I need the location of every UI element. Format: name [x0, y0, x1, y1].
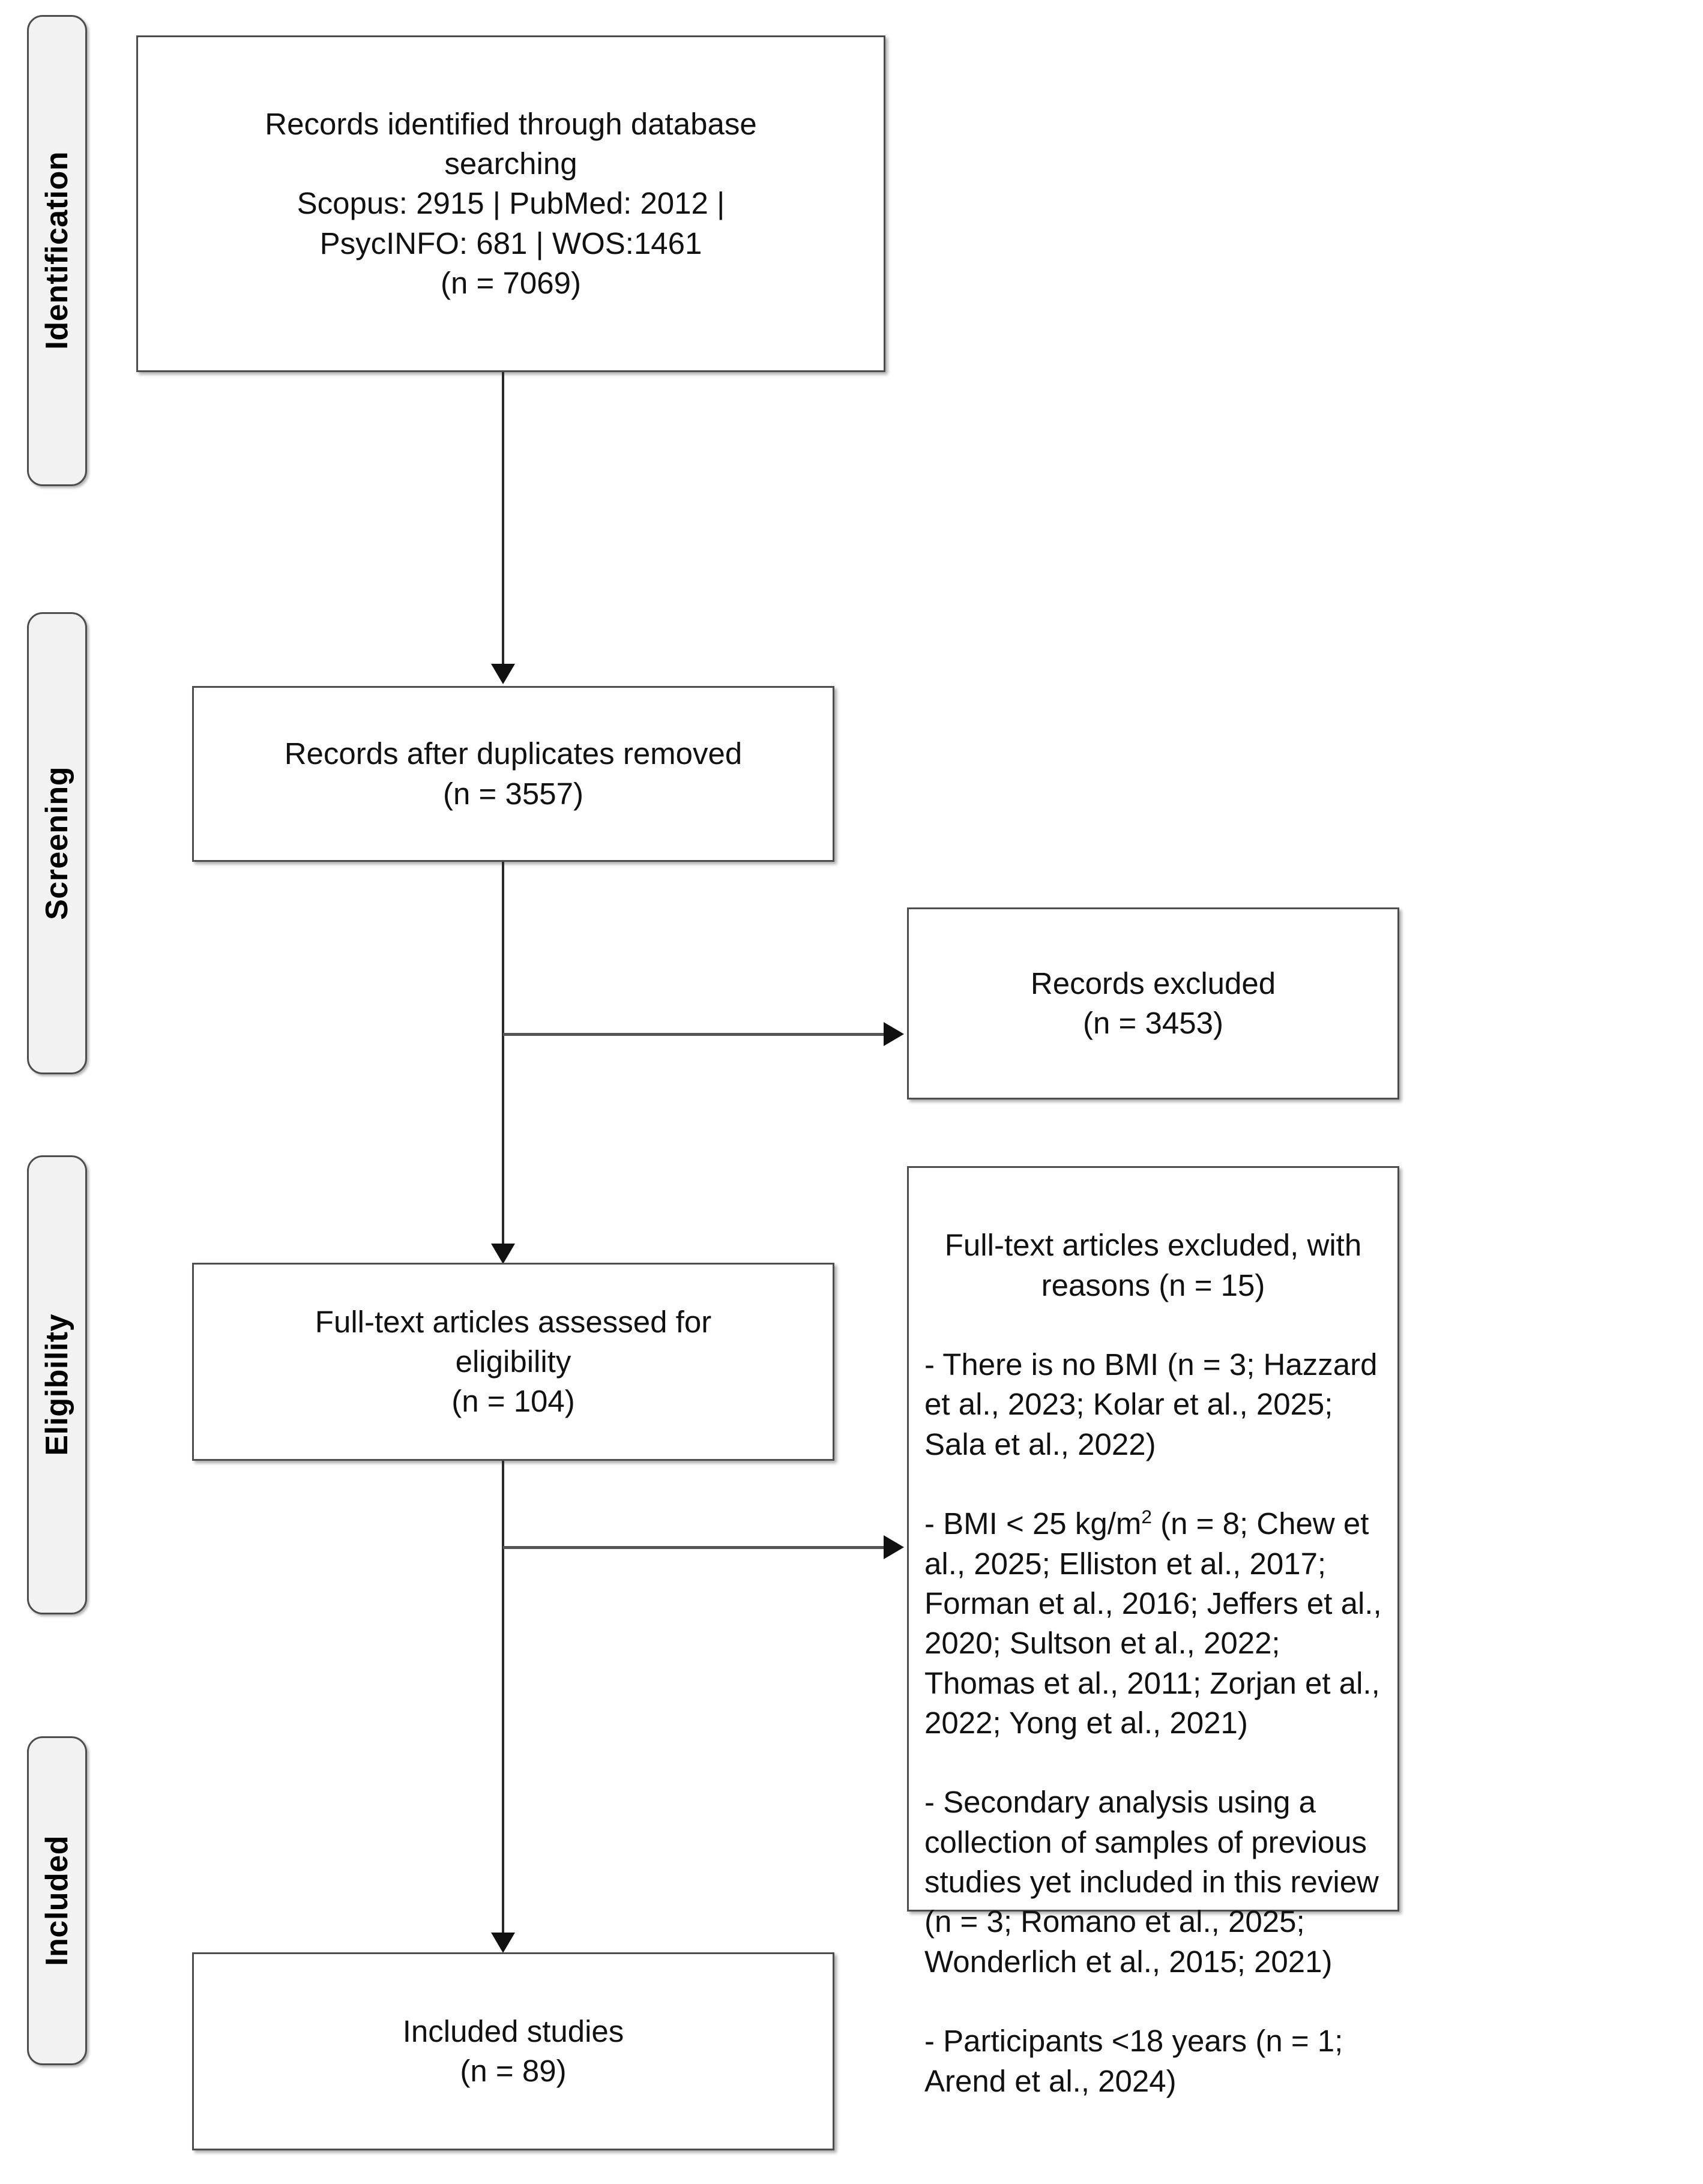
connector-to-fulltext-excluded: [503, 1546, 893, 1549]
included-studies-text: Included studies (n = 89): [402, 2014, 624, 2088]
arrowhead-to-fulltext-excluded: [884, 1535, 904, 1559]
stage-tab-screening[interactable]: Screening: [27, 612, 87, 1074]
fulltext-assessed-text: Full-text articles assessed for eligibil…: [315, 1304, 712, 1419]
fulltext-excluded-reason-3: - Secondary analysis using a collection …: [924, 1785, 1379, 1979]
stage-tab-identification[interactable]: Identification: [27, 15, 87, 486]
box-records-excluded: Records excluded (n = 3453): [907, 907, 1399, 1100]
stage-label-screening: Screening: [40, 766, 74, 920]
stage-tab-included[interactable]: Included: [27, 1736, 87, 2065]
fulltext-excluded-reason-2-post: (n = 8; Chew et al., 2025; Elliston et a…: [924, 1506, 1382, 1740]
box-included-studies: Included studies (n = 89): [192, 1952, 834, 2150]
records-identified-text: Records identified through database sear…: [265, 106, 757, 300]
arrowhead-identified-to-dedup: [491, 664, 515, 684]
connector-to-records-excluded: [503, 1033, 893, 1036]
records-after-duplicates-text: Records after duplicates removed (n = 35…: [284, 736, 743, 811]
fulltext-excluded-reason-1: - There is no BMI (n = 3; Hazzard et al.…: [924, 1347, 1378, 1461]
connector-fulltext-to-included: [502, 1461, 504, 1935]
fulltext-excluded-reason-4: - Participants <18 years (n = 1; Arend e…: [924, 2024, 1343, 2098]
box-fulltext-excluded: Full-text articles excluded, with reason…: [907, 1166, 1399, 2098]
fulltext-excluded-reason-2-sup: 2: [1141, 1506, 1152, 1528]
box-records-identified: Records identified through database sear…: [136, 35, 885, 372]
arrowhead-to-records-excluded: [884, 1022, 904, 1046]
box-fulltext-assessed: Full-text articles assessed for eligibil…: [192, 1263, 834, 1461]
connector-identified-to-dedup: [502, 372, 504, 666]
fulltext-excluded-heading: Full-text articles excluded, with reason…: [944, 1228, 1362, 1302]
connector-dedup-to-fulltext: [502, 862, 504, 1246]
stage-label-identification: Identification: [40, 151, 74, 350]
stage-tab-eligibility[interactable]: Eligibility: [27, 1155, 87, 1614]
fulltext-excluded-reason-2: - BMI < 25 kg/m2 (n = 8; Chew et al., 20…: [924, 1504, 1382, 1743]
arrowhead-fulltext-to-included: [491, 1933, 515, 1953]
stage-label-eligibility: Eligibility: [40, 1314, 74, 1456]
fulltext-excluded-body: Full-text articles excluded, with reason…: [924, 1186, 1382, 2141]
box-records-after-duplicates: Records after duplicates removed (n = 35…: [192, 686, 834, 862]
stage-label-included: Included: [40, 1835, 74, 1966]
arrowhead-dedup-to-fulltext: [491, 1244, 515, 1264]
fulltext-excluded-reason-2-pre: - BMI < 25 kg/m: [924, 1506, 1142, 1541]
records-excluded-text: Records excluded (n = 3453): [1030, 966, 1276, 1040]
